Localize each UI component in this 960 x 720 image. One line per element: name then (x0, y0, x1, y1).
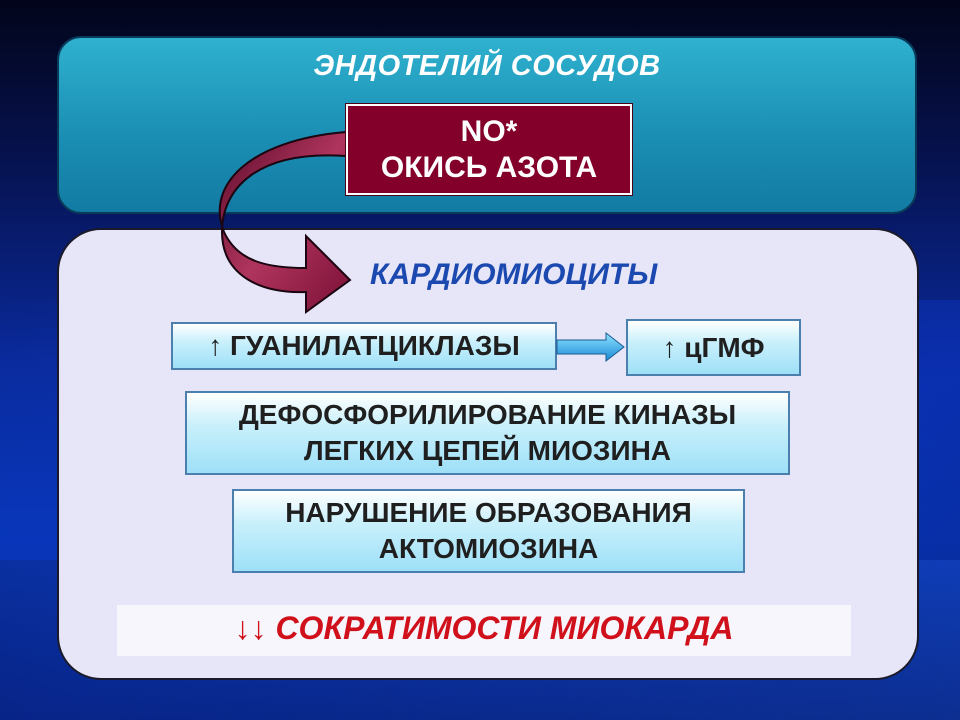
cgmp-box: ↑ цГМФ (626, 319, 801, 376)
contractility-result: ↓↓ СОКРАТИМОСТИ МИОКАРДА (234, 610, 734, 646)
actomyosin-line1: НАРУШЕНИЕ ОБРАЗОВАНИЯ (285, 497, 692, 528)
nitric-oxide-box: NO* ОКИСЬ АЗОТА (346, 104, 632, 195)
actomyosin-box: НАРУШЕНИЕ ОБРАЗОВАНИЯ АКТОМИОЗИНА (232, 489, 745, 573)
no-formula: NO* (460, 114, 518, 148)
cgmp-label: ↑ цГМФ (662, 331, 765, 363)
endothelium-title: ЭНДОТЕЛИЙ СОСУДОВ (313, 50, 661, 82)
actomyosin-line2: АКТОМИОЗИНА (378, 533, 599, 564)
guanylate-cyclase-box: ↑ ГУАНИЛАТЦИКЛАЗЫ (171, 322, 557, 370)
dephosphorylation-line2: ЛЕГКИХ ЦЕПЕЙ МИОЗИНА (303, 435, 672, 466)
guanylate-cyclase-label: ↑ ГУАНИЛАТЦИКЛАЗЫ (208, 330, 520, 361)
result-strip (117, 605, 851, 656)
cardiomyocytes-title: КАРДИОМИОЦИТЫ (370, 258, 658, 291)
dephosphorylation-box: ДЕФОСФОРИЛИРОВАНИЕ КИНАЗЫ ЛЕГКИХ ЦЕПЕЙ М… (185, 391, 790, 475)
no-name: ОКИСЬ АЗОТА (380, 150, 598, 184)
dephosphorylation-line1: ДЕФОСФОРИЛИРОВАНИЕ КИНАЗЫ (238, 399, 737, 430)
